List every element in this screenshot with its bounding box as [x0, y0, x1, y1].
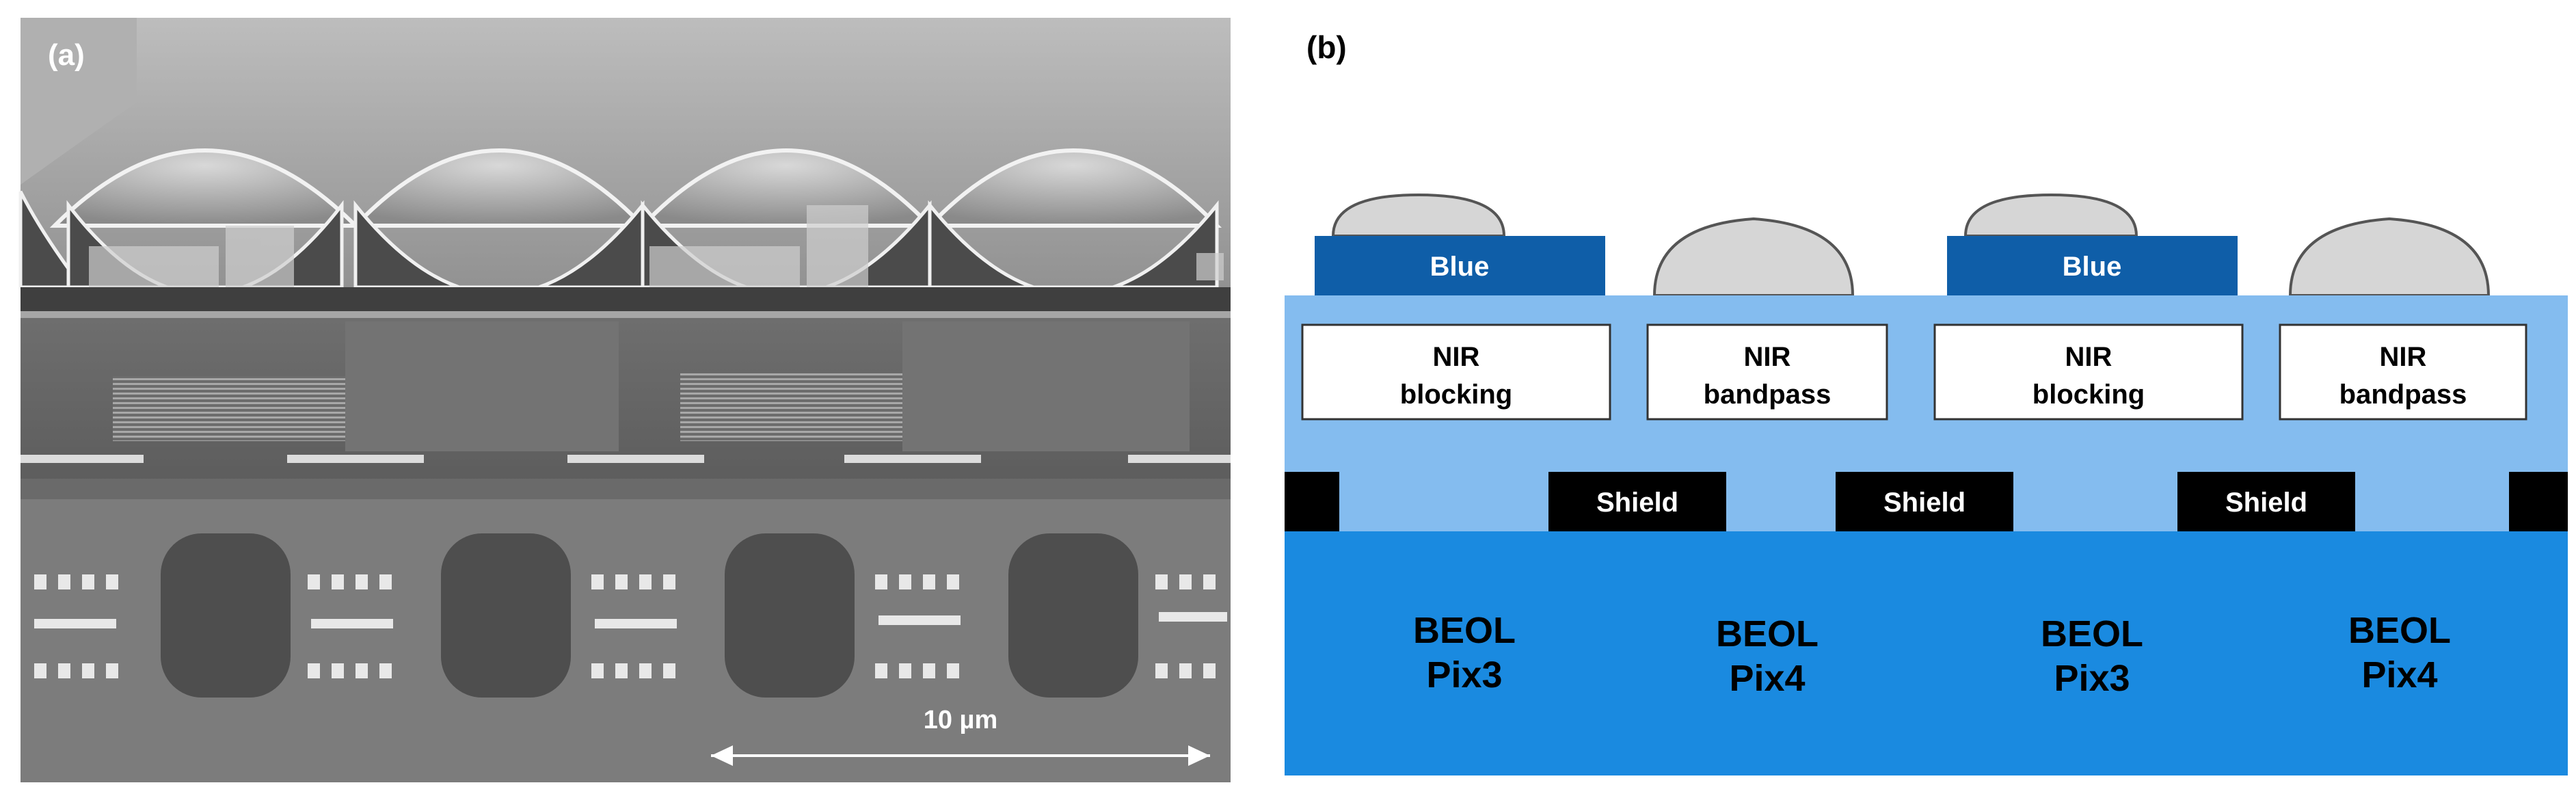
- panel-b-label: (b): [1306, 29, 1347, 65]
- blue-filter-label: Blue: [1430, 252, 1490, 282]
- nir-filter-line1: NIR: [2065, 342, 2112, 372]
- sem-cross-section-image: (a) 10 µm: [18, 18, 1231, 782]
- blue-filter: [1315, 236, 1605, 296]
- nir-filter: [1933, 323, 2244, 421]
- nir-filter-line1: NIR: [1433, 342, 1480, 372]
- blue-color-filters: [1315, 236, 2238, 296]
- filter-stacks: [113, 321, 1190, 451]
- microlens: [2288, 217, 2491, 297]
- nir-filter-line2: blocking: [2032, 380, 2145, 410]
- microlens: [1331, 193, 1506, 237]
- microlens: [1963, 193, 2138, 237]
- beol-label-line1: BEOL: [2041, 613, 2143, 654]
- nir-filter-line1: NIR: [1744, 342, 1791, 372]
- microlens-domes: [21, 18, 1222, 228]
- scale-bar-label: 10 µm: [924, 706, 998, 734]
- nir-filter-line2: bandpass: [2339, 380, 2467, 410]
- nir-filters: [1301, 323, 2527, 421]
- beol-label-line2: Pix4: [2361, 654, 2437, 695]
- shield: [2177, 472, 2355, 531]
- blue-filter-label: Blue: [2063, 252, 2122, 282]
- nir-filter-line1: NIR: [2380, 342, 2427, 372]
- scale-bar: [711, 745, 1210, 766]
- nir-filter: [2279, 323, 2527, 421]
- shield-edge: [1285, 472, 1339, 531]
- shield-label: Shield: [2225, 488, 2307, 518]
- nir-filter-line2: blocking: [1400, 380, 1512, 410]
- metal-shields: [21, 455, 1231, 463]
- nir-filter: [1301, 323, 1611, 421]
- beol-vias: [34, 574, 1227, 678]
- lens-debris: [89, 205, 1224, 287]
- blue-filter: [1947, 236, 2238, 296]
- microlenses: [1331, 193, 2491, 297]
- beol-label-line1: BEOL: [2348, 610, 2451, 651]
- beol-label-line2: Pix3: [2054, 658, 2130, 699]
- beol-label-line1: BEOL: [1413, 610, 1516, 651]
- shield: [1548, 472, 1726, 531]
- shield-label: Shield: [1883, 488, 1965, 518]
- panel-a-label: (a): [48, 38, 85, 72]
- shield-label: Shield: [1596, 488, 1678, 518]
- nir-filter-line2: bandpass: [1704, 380, 1832, 410]
- shield: [1836, 472, 2013, 531]
- shield-edge: [2509, 472, 2568, 531]
- beol-label-line1: BEOL: [1716, 613, 1819, 654]
- microlens: [1652, 217, 1855, 297]
- metal-shields: [1285, 472, 2568, 531]
- beol-label-line2: Pix3: [1426, 654, 1502, 695]
- beol-layer: [1285, 531, 2568, 775]
- beol-label-line2: Pix4: [1729, 658, 1805, 699]
- nir-filter: [1646, 323, 1888, 421]
- beol-dark-wells: [161, 533, 1138, 698]
- pixel-stack-schematic: (b) Blue Blue NIR blocking NIR bandpass …: [1285, 29, 2568, 775]
